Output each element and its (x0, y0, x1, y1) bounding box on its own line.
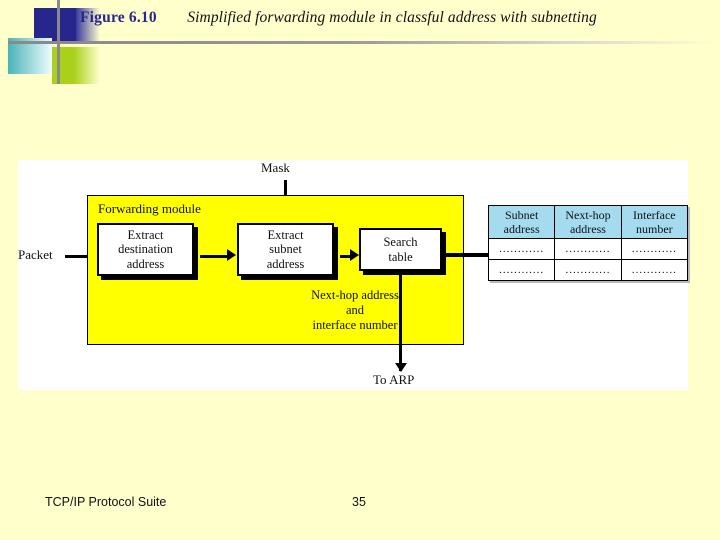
routing-table-cell: ............ (554, 238, 622, 260)
routing-table-cell: ............ (554, 259, 622, 281)
extract-subnet-line-3: address (266, 256, 305, 271)
decoration-horizontal-line (8, 41, 60, 44)
arp-output-label: To ARP (373, 372, 415, 387)
search-table-box: Search table (359, 228, 442, 271)
extract-subnet-line-1: Extract (267, 227, 304, 242)
connector-arrowhead-2 (350, 249, 359, 261)
col-interface-line-1: Interface (633, 208, 676, 222)
routing-table: Subnet address Next-hop address Interfac… (487, 205, 689, 281)
next-hop-result-line-1: Next-hop address (311, 288, 399, 302)
figure-title-row: Figure 6.10 Simplified forwarding module… (80, 9, 700, 35)
footer-page-number: 35 (352, 495, 366, 509)
arp-output-line (399, 271, 402, 371)
decoration-green-square (52, 47, 74, 84)
col-subnet-line-1: Subnet (504, 208, 539, 222)
routing-table-col-next-hop-address: Next-hop address (554, 205, 622, 239)
title-divider-rule (60, 41, 715, 44)
extract-subnet-address-box: Extract subnet address (237, 223, 334, 276)
decoration-green-gradient (74, 47, 100, 84)
routing-table-cell: ............ (620, 238, 689, 260)
arp-output-arrowhead (395, 363, 407, 372)
forwarding-module-label: Forwarding module (98, 201, 201, 216)
figure-canvas: Packet Mask Forwarding module Next-hop a… (18, 160, 689, 390)
connector-arrowhead-1 (227, 249, 236, 261)
routing-table-col-subnet-address: Subnet address (487, 205, 556, 239)
mask-input-label: Mask (261, 160, 290, 175)
col-interface-line-2: number (636, 222, 673, 236)
table-row: ............ ............ ............ (487, 259, 689, 281)
table-row: ............ ............ ............ (487, 238, 689, 260)
connector-line-to-table (442, 253, 490, 257)
routing-table-header-row: Subnet address Next-hop address Interfac… (487, 205, 689, 239)
decoration-blue-gradient (76, 8, 100, 44)
connector-line-2 (340, 255, 352, 258)
next-hop-result-label: Next-hop address and interface number (280, 288, 430, 333)
extract-destination-line-3: address (126, 256, 165, 271)
packet-input-label: Packet (18, 247, 53, 262)
next-hop-result-line-2: and (345, 303, 365, 317)
figure-caption: Simplified forwarding module in classful… (187, 9, 597, 26)
col-subnet-line-2: address (503, 222, 540, 236)
col-nexthop-line-2: address (569, 222, 606, 236)
extract-destination-line-2: destination (118, 242, 173, 257)
next-hop-result-line-3: interface number (312, 318, 398, 332)
col-nexthop-line-1: Next-hop (565, 208, 611, 222)
decoration-teal-square (8, 38, 52, 74)
figure-number: Figure 6.10 (80, 9, 157, 26)
packet-input-line-stub (65, 255, 70, 258)
search-table-line-2: table (388, 249, 413, 264)
packet-input-line (70, 255, 89, 258)
connector-line-1 (200, 255, 228, 258)
footer-book-title: TCP/IP Protocol Suite (45, 495, 167, 509)
slide-decoration (0, 0, 140, 100)
search-table-line-1: Search (383, 235, 418, 249)
routing-table-cell: ............ (487, 238, 556, 260)
extract-subnet-line-2: subnet (269, 242, 302, 257)
routing-table-cell: ............ (487, 259, 556, 281)
routing-table-col-interface-number: Interface number (620, 205, 689, 239)
routing-table-cell: ............ (620, 259, 689, 281)
extract-destination-line-1: Extract (127, 227, 164, 242)
extract-destination-address-box: Extract destination address (97, 223, 194, 276)
